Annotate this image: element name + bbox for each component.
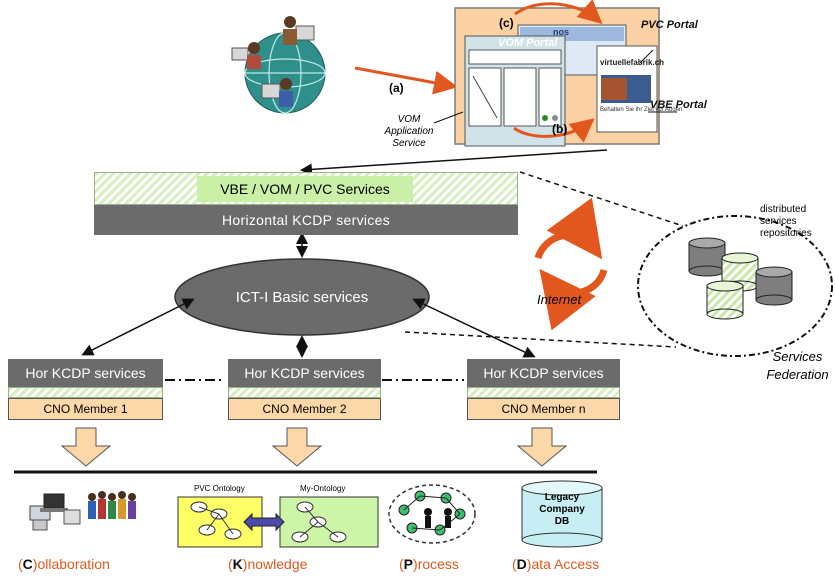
member-2-hatch <box>228 387 381 398</box>
pvc-ontology-label: PVC Ontology <box>194 484 245 493</box>
caption-knowledge-rest: nowledge <box>247 556 308 572</box>
repository-cylinders <box>688 237 793 320</box>
users-globe-icon <box>231 16 326 114</box>
arrow-b <box>513 118 595 143</box>
cno-member-2: Hor KCDP services CNO Member 2 <box>228 359 381 420</box>
caption-knowledge-letter: K <box>232 556 243 572</box>
cno-member-n: Hor KCDP services CNO Member n <box>467 359 620 420</box>
portal-to-services-arrow <box>300 149 608 176</box>
label-a: (a) <box>389 81 404 95</box>
federation-ellipse <box>637 215 833 357</box>
ict-membern-arrow <box>412 298 536 358</box>
member-1-service: Hor KCDP services <box>8 359 163 387</box>
internet-sync-icon <box>534 197 608 331</box>
vbe-site-label: virtuellefabrik.ch <box>600 58 665 67</box>
people-icon <box>88 491 136 519</box>
member-n-name: CNO Member n <box>467 398 620 420</box>
vbe-slogan-label: Behalten Sie ihr Ziel vor Augen <box>600 107 683 113</box>
legacy-db-label: Legacy Company DB <box>539 492 585 527</box>
member-n-hatch <box>467 387 620 398</box>
internet-label: Internet <box>537 292 582 307</box>
member-2-service: Hor KCDP services <box>228 359 381 387</box>
caption-data-access-letter: D <box>516 556 527 572</box>
vbe-portal-label: VBE Portal <box>650 99 707 111</box>
label-c: (c) <box>499 16 514 30</box>
pvc-header-label: nos <box>553 27 570 37</box>
vom-app-pointer <box>433 111 464 124</box>
federation-connector-top <box>519 171 684 227</box>
ict-member1-arrow <box>81 298 195 356</box>
member-2-name: CNO Member 2 <box>228 398 381 420</box>
arrow-c <box>514 0 603 24</box>
caption-data-access: (D)ata Access <box>512 556 600 572</box>
label-b: (b) <box>552 122 568 136</box>
ict-label: ICT-I Basic services <box>235 288 369 306</box>
cno-member-1: Hor KCDP services CNO Member 1 <box>8 359 163 420</box>
caption-knowledge: (K)nowledge <box>228 556 308 572</box>
caption-process: (P)rocess <box>399 556 459 572</box>
horizontal-services-bar: Horizontal KCDP services <box>94 205 518 235</box>
vom-portal-label: VOM Portal <box>498 37 558 49</box>
my-ontology-label: My-Ontology <box>300 484 346 493</box>
top-services-label: VBE / VOM / PVC Services <box>197 176 413 202</box>
down-arrows <box>60 427 568 467</box>
caption-data-access-rest: ata Access <box>531 556 600 572</box>
ontology-diagram <box>177 496 379 548</box>
caption-collaboration-rest: ollaboration <box>37 556 110 572</box>
member-1-name: CNO Member 1 <box>8 398 163 420</box>
arrow-a <box>354 66 458 95</box>
caption-process-letter: P <box>403 556 414 572</box>
services-federation-label: Services Federation <box>766 349 829 382</box>
caption-collaboration: (C)ollaboration <box>18 556 110 572</box>
collaboration-devices-icon <box>29 493 81 531</box>
member-1-hatch <box>8 387 163 398</box>
member-n-service: Hor KCDP services <box>467 359 620 387</box>
caption-collaboration-letter: C <box>22 556 33 572</box>
repositories-label: distributed services repositories <box>760 204 812 239</box>
caption-process-rest: rocess <box>417 556 459 572</box>
federation-connector-bottom <box>404 331 677 348</box>
legacy-db-cylinder <box>521 480 603 548</box>
vom-app-service-label: VOM Application Service <box>384 114 434 149</box>
process-diagram <box>388 484 476 544</box>
pvc-portal-label: PVC Portal <box>641 19 698 31</box>
